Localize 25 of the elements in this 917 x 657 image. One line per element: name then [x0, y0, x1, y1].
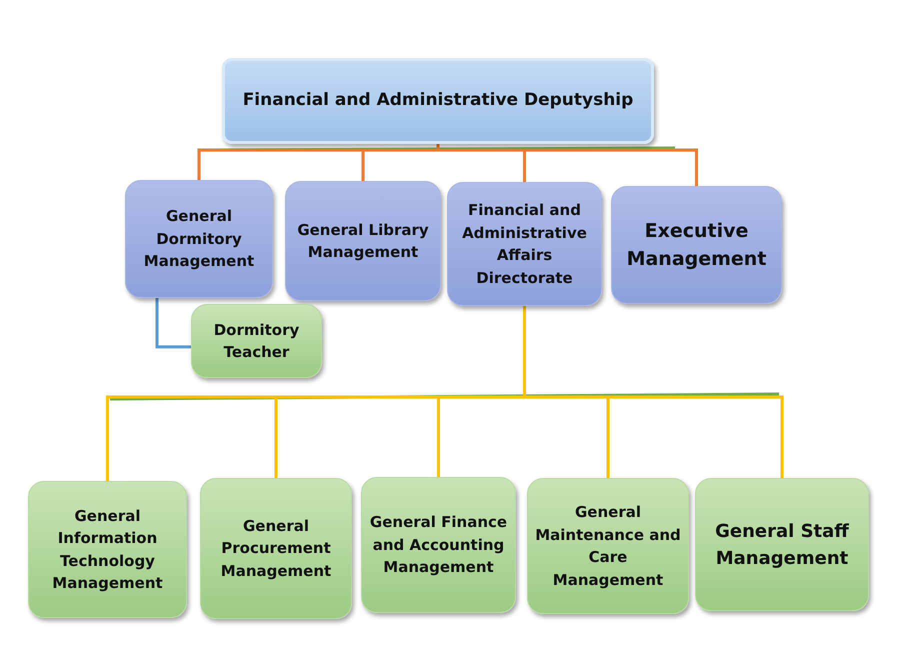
unit-name: General Finance and Accounting Management: [368, 512, 508, 578]
connector-line: [523, 306, 784, 478]
unit-name: General Library Management: [296, 220, 430, 263]
org-unit-box: [361, 477, 516, 613]
unit-name: General Procurement Management: [220, 516, 332, 582]
org-unit-box: [125, 180, 273, 298]
unit-name: General Maintenance and Care Management: [534, 502, 682, 590]
unit-name: Financial and Administrative Affairs Directorate: [461, 200, 588, 288]
org-unit-box: [611, 186, 782, 304]
unit-name: General Dormitory Management: [142, 206, 256, 272]
org-unit-box: [200, 478, 352, 619]
unit-name: Executive Management: [626, 218, 768, 272]
org-unit-box: [191, 304, 322, 378]
org-unit-box: [285, 181, 441, 301]
unit-name: Financial and Administrative Deputyship: [242, 89, 634, 112]
unit-name: General Staff Management: [714, 520, 850, 570]
org-unit-box: [447, 182, 602, 306]
org-unit-box: [695, 478, 869, 611]
connector-line: [156, 298, 191, 348]
org-unit-box: [28, 481, 187, 618]
unit-name: General Information Technology Management: [51, 506, 164, 594]
connector-line: [436, 144, 698, 186]
unit-name: Dormitory Teacher: [212, 320, 300, 363]
org-unit-box: [527, 478, 689, 614]
org-unit-box: [222, 58, 654, 144]
